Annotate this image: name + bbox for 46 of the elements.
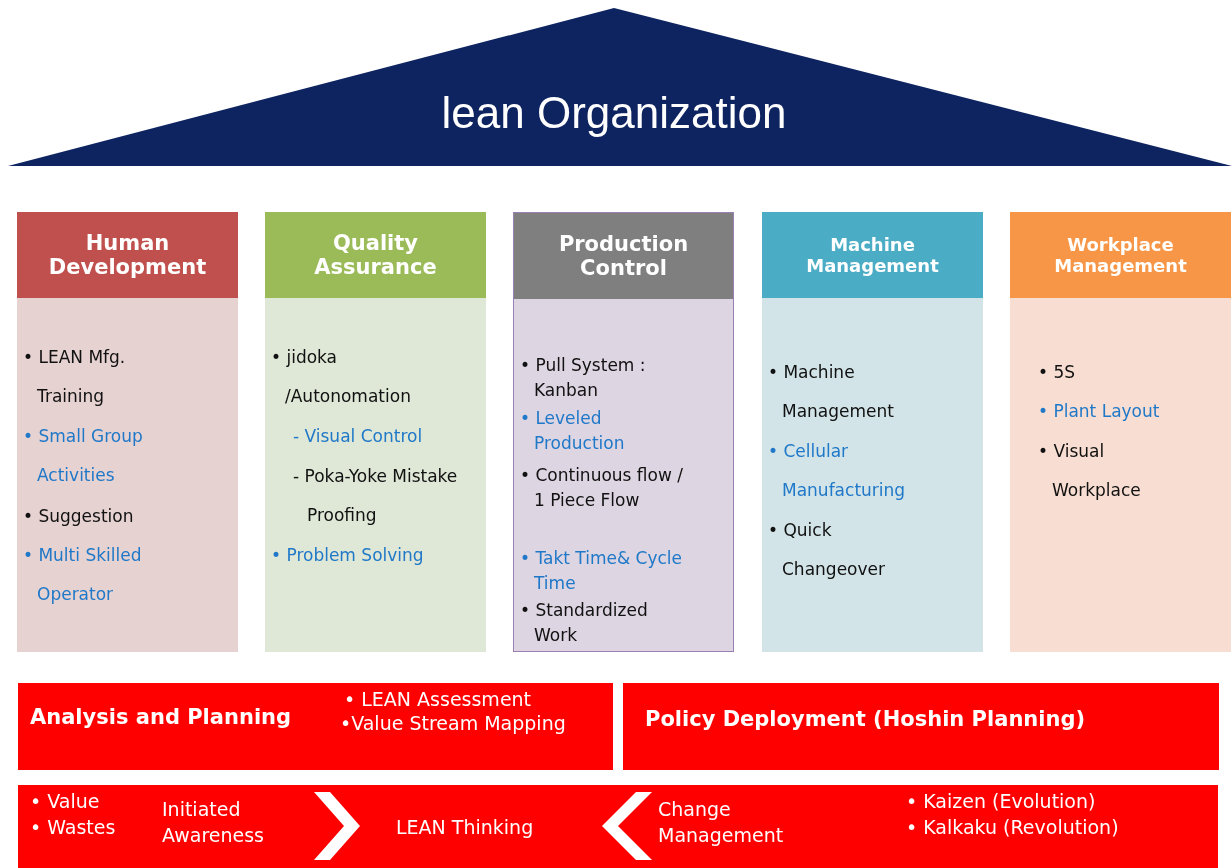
bullet-item: •Value Stream Mapping	[340, 712, 566, 734]
bullet-item: • Multi Skilled Operator	[23, 544, 143, 606]
pillar-column	[762, 212, 983, 652]
bullet-item: - Visual Control	[293, 425, 424, 448]
bullet-item: • LEAN Mfg. Training	[23, 346, 127, 408]
foundation-band	[623, 683, 1219, 770]
bullet-item: • Kaizen (Evolution)	[906, 790, 1096, 812]
pillar-heading: Human Development	[47, 231, 208, 279]
bullet-item: • Quick Changeover	[768, 519, 886, 581]
pillar-heading: Quality Assurance	[313, 231, 438, 279]
band-text: Initiated Awareness	[162, 797, 266, 848]
pillar-heading: Production Control	[557, 232, 690, 280]
bullet-item: • Leveled Production	[520, 407, 626, 455]
bullet-item: • Suggestion	[23, 505, 135, 528]
band-text: Change Management	[658, 797, 785, 848]
pillar-heading: Workplace Management	[1053, 234, 1188, 276]
band-heading: Analysis and Planning	[30, 705, 292, 729]
bullet-item: • Takt Time& Cycle Time	[520, 547, 684, 595]
bullet-item: • Continuous flow / 1 Piece Flow	[520, 464, 684, 512]
pillar-column	[265, 212, 486, 652]
foundation-band	[18, 785, 1218, 868]
pillar-column	[513, 212, 734, 652]
pillar-heading: Machine Management	[805, 234, 940, 276]
bullet-item: • Value	[30, 790, 100, 812]
bullet-item: • 5S	[1038, 361, 1077, 384]
bullet-item: • jidoka /Autonomation	[271, 346, 412, 408]
chevron-arrow	[314, 792, 360, 860]
bullet-item: • Kalkaku (Revolution)	[906, 816, 1119, 838]
bullet-item: • Cellular Manufacturing	[768, 440, 907, 502]
bullet-item: • Machine Management	[768, 361, 895, 423]
pillar-column	[17, 212, 238, 652]
bullet-item: • Visual Workplace	[1038, 440, 1142, 502]
bullet-item: • Problem Solving	[271, 544, 425, 567]
bullet-item: • LEAN Assessment	[344, 688, 532, 710]
bullet-item: • Wastes	[30, 816, 116, 838]
bullet-item: • Standardized Work	[520, 599, 649, 647]
band-text: LEAN Thinking	[396, 815, 535, 840]
bullet-item: • Plant Layout	[1038, 400, 1161, 423]
foundation-band	[18, 683, 613, 770]
chevron-arrow	[602, 792, 652, 860]
bullet-item: • Small Group Activities	[23, 425, 144, 487]
band-heading: Policy Deployment (Hoshin Planning)	[645, 707, 1086, 731]
pillar-column	[1010, 212, 1231, 652]
roof-title: lean Organization	[441, 88, 787, 138]
bullet-item: • Pull System : Kanban	[520, 354, 647, 402]
bullet-item: - Poka-Yoke Mistake Proofing	[293, 465, 459, 527]
